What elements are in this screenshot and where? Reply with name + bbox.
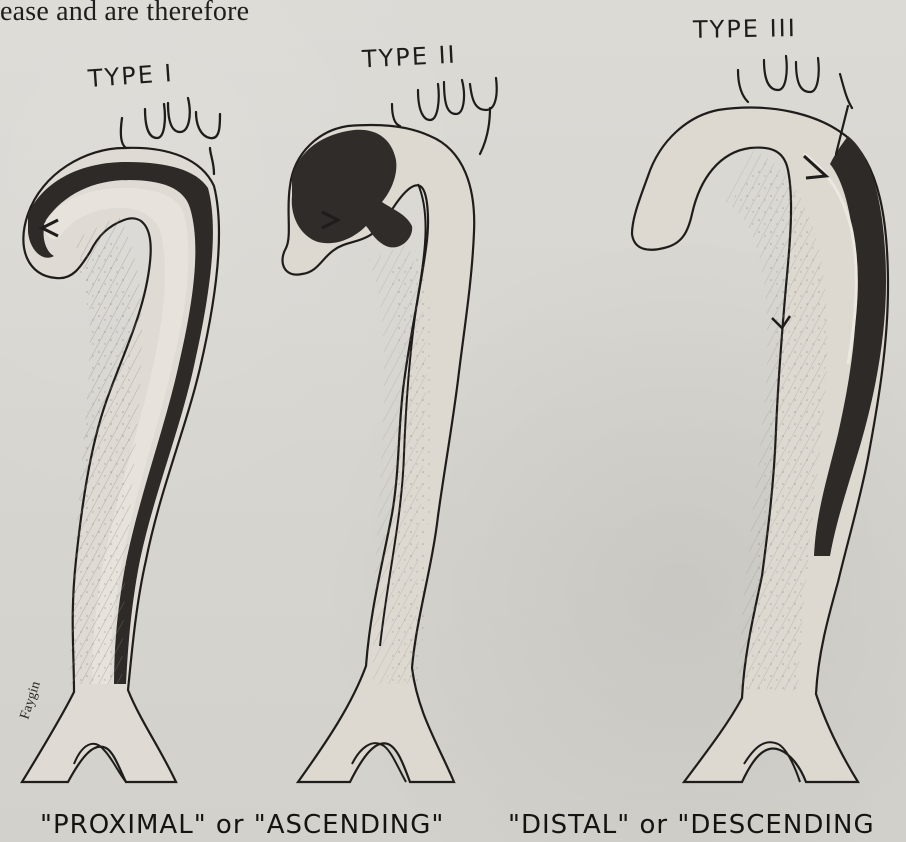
type-ii-diagram xyxy=(283,78,497,782)
type-i-texture-dots xyxy=(92,248,112,684)
signature-text: Faygin xyxy=(18,680,44,722)
distal-descending-caption: "DISTAL" or "DESCENDING xyxy=(508,810,875,840)
type-ii-texture-dots xyxy=(404,260,417,684)
proximal-ascending-caption: "PROXIMAL" or "ASCENDING" xyxy=(40,810,444,840)
type-iii-texture-dots xyxy=(748,180,800,690)
type-i-diagram: Faygin xyxy=(18,98,220,782)
type-iii-diagram xyxy=(632,56,888,782)
